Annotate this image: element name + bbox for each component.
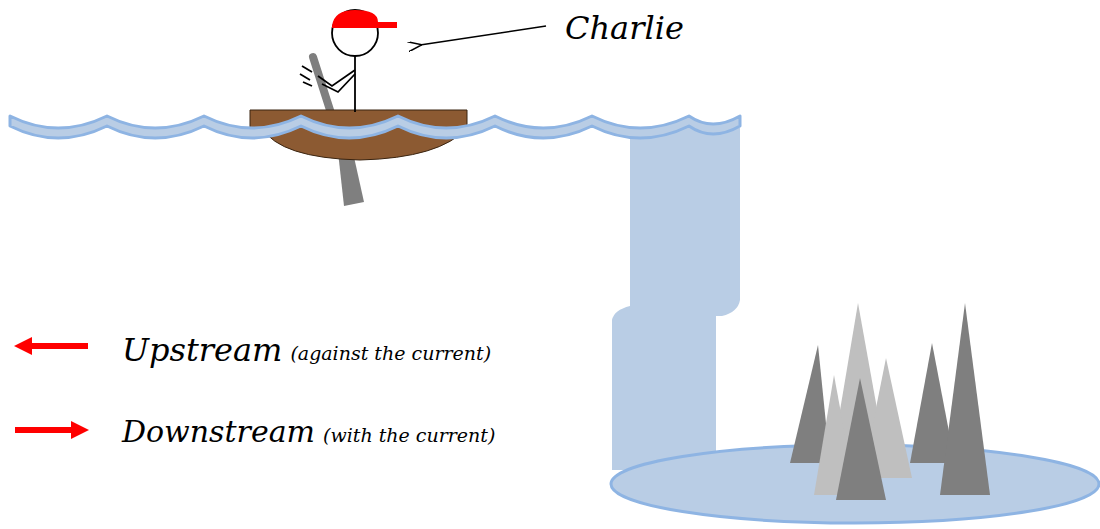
waves — [10, 116, 740, 138]
waterfall — [612, 128, 740, 470]
rocks — [790, 303, 990, 500]
direction-label: Upstream — [122, 334, 282, 366]
direction-note: (against the current) — [290, 344, 491, 363]
leader-arrow — [420, 26, 546, 45]
red-cap — [332, 10, 397, 28]
direction-arrows — [14, 337, 89, 439]
direction-note: (with the current) — [323, 426, 495, 445]
direction-label: Downstream — [122, 417, 315, 447]
character-name: Charlie — [565, 12, 684, 44]
